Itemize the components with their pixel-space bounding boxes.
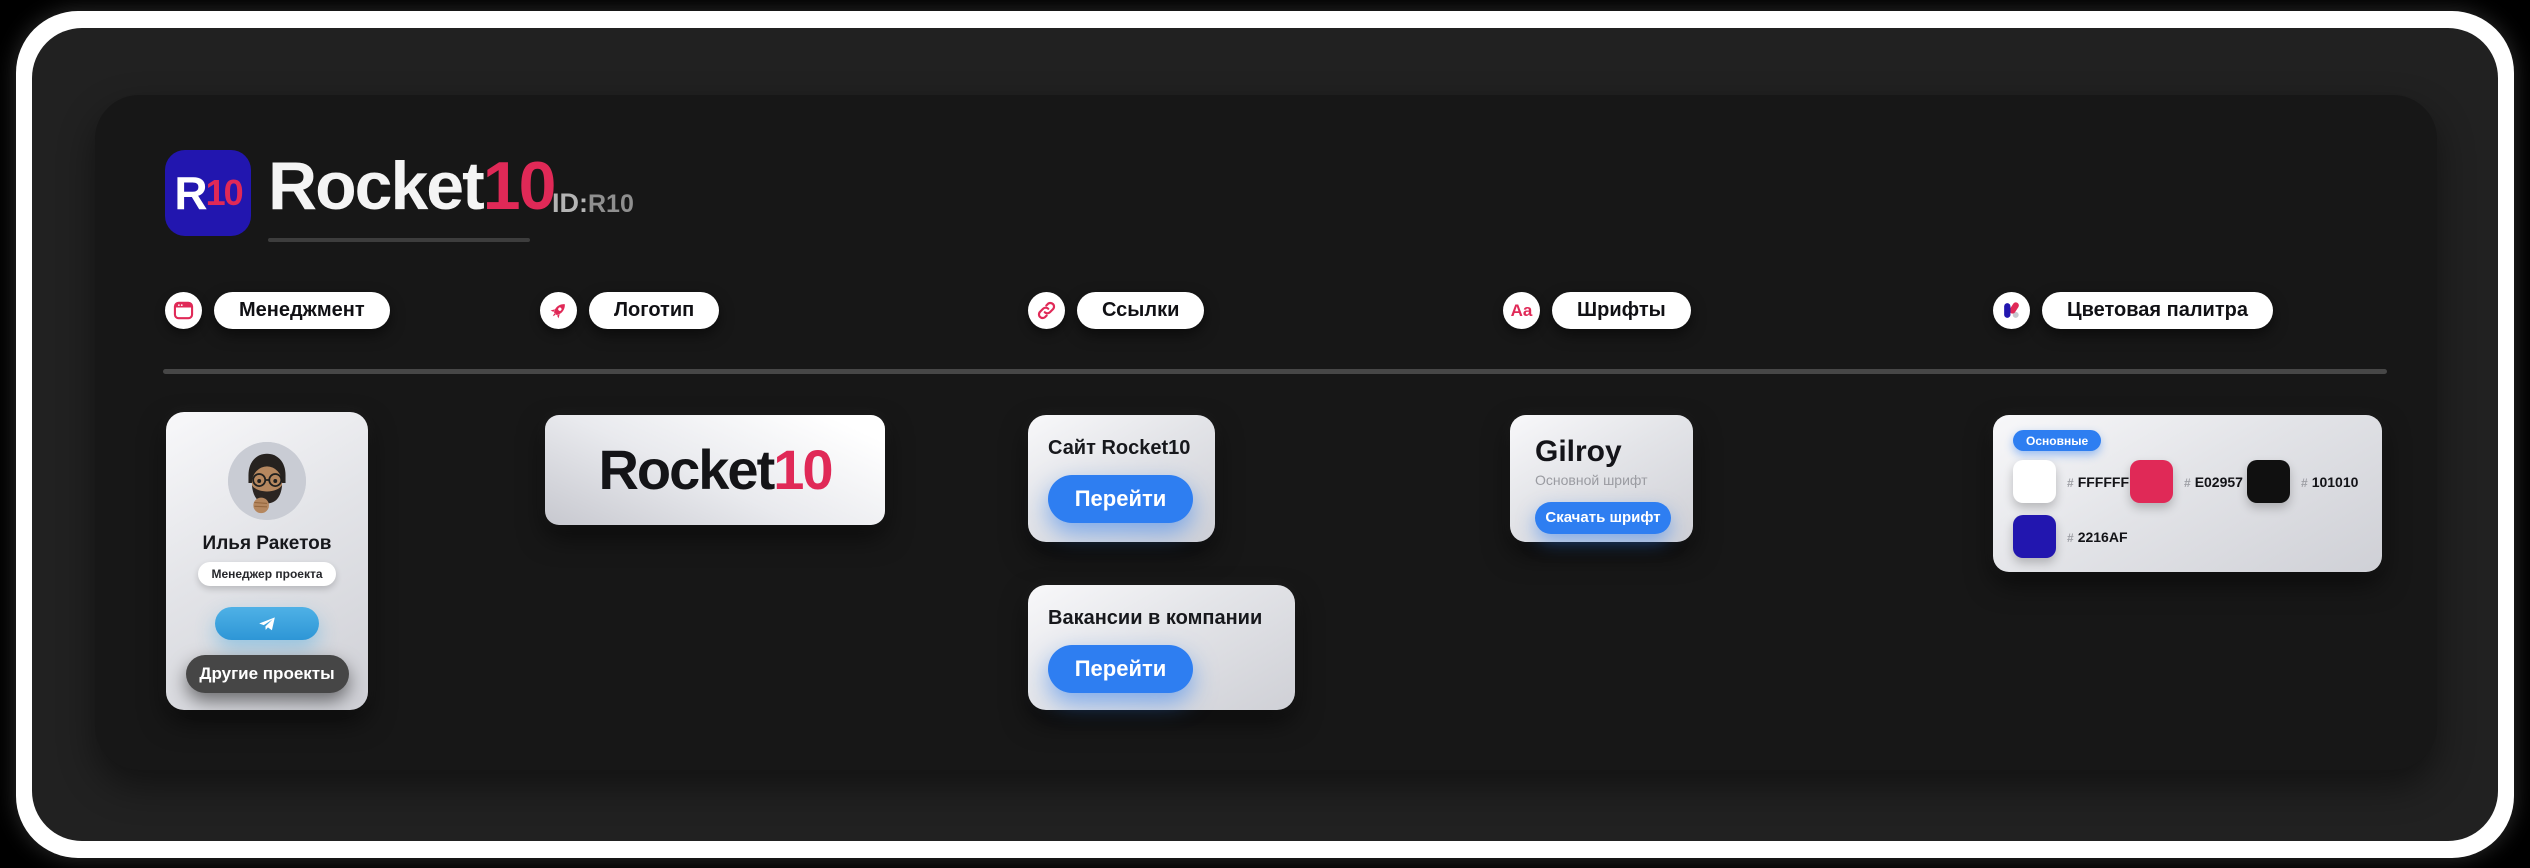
font-name: Gilroy xyxy=(1535,435,1622,468)
color-swatch xyxy=(2013,460,2056,503)
palette-card: Основные #FFFFFF #E02957 #101010 #2216AF xyxy=(1993,415,2382,572)
jobs-go-button[interactable]: Перейти xyxy=(1048,645,1193,693)
download-font-button[interactable]: Скачать шрифт xyxy=(1535,501,1671,534)
palette-icon xyxy=(1993,292,2030,329)
brand-logo-letter: R xyxy=(174,167,207,219)
jobs-link-card: Вакансии в компании Перейти xyxy=(1028,585,1295,710)
project-id-value: R10 xyxy=(588,190,634,218)
swatch-label: #2216AF xyxy=(2067,529,2128,545)
tab-links[interactable]: Ссылки xyxy=(1077,292,1205,329)
site-link-card: Сайт Rocket10 Перейти xyxy=(1028,415,1215,542)
hex-value: 101010 xyxy=(2311,473,2359,490)
site-link-title: Сайт Rocket10 xyxy=(1048,437,1191,459)
logo-card-text: Rocket10 xyxy=(598,442,833,498)
swatch-label: #E02957 xyxy=(2184,474,2243,490)
swatch-item-red: #E02957 xyxy=(2130,460,2243,503)
section-fonts: Aa Шрифты xyxy=(1503,292,1691,329)
swatch-item-white: #FFFFFF xyxy=(2013,460,2129,503)
manager-name: Илья Ракетов xyxy=(202,533,332,554)
rocket-icon xyxy=(540,292,577,329)
swatch-label: #101010 xyxy=(2301,474,2358,490)
color-swatch xyxy=(2247,460,2290,503)
site-go-button[interactable]: Перейти xyxy=(1048,475,1193,523)
logo-card-text-accent: 10 xyxy=(773,438,833,501)
other-projects-button[interactable]: Другие проекты xyxy=(185,655,349,693)
project-id-label: ID: xyxy=(552,188,588,218)
color-swatch xyxy=(2013,515,2056,558)
section-links: Ссылки xyxy=(1028,292,1205,329)
hex-value: 2216AF xyxy=(2077,528,2128,545)
hash-sign: # xyxy=(2067,475,2074,490)
project-id: ID:R10 xyxy=(552,188,634,219)
swatch-item-blue: #2216AF xyxy=(2013,515,2128,558)
logo-card-text-main: Rocket xyxy=(598,438,775,501)
page-title-main: Rocket xyxy=(268,148,485,224)
palette-badge: Основные xyxy=(2013,430,2102,451)
font-card: Gilroy Основной шрифт Скачать шрифт xyxy=(1510,415,1693,542)
telegram-button[interactable] xyxy=(215,607,319,640)
swatch-label: #FFFFFF xyxy=(2067,474,2129,490)
font-subtitle: Основной шрифт xyxy=(1535,471,1648,488)
tab-management[interactable]: Менеджмент xyxy=(214,292,390,329)
tab-palette[interactable]: Цветовая палитра xyxy=(2042,292,2273,329)
fonts-icon: Aa xyxy=(1503,292,1540,329)
brand-logo-number: 10 xyxy=(205,172,244,213)
swatch-item-black: #101010 xyxy=(2247,460,2358,503)
manager-card: Илья Ракетов Менеджер проекта Другие про… xyxy=(166,412,368,710)
logo-card: Rocket10 xyxy=(545,415,885,525)
hash-sign: # xyxy=(2067,530,2074,545)
page-title-accent: 10 xyxy=(482,148,557,224)
page-title: Rocket10 xyxy=(268,152,556,220)
hash-sign: # xyxy=(2184,475,2191,490)
jobs-link-title: Вакансии в компании xyxy=(1048,607,1263,629)
section-divider xyxy=(163,369,2387,374)
title-underline xyxy=(268,238,530,242)
hex-value: FFFFFF xyxy=(2077,473,2129,490)
section-logo: Логотип xyxy=(540,292,720,329)
tab-logo[interactable]: Логотип xyxy=(589,292,720,329)
section-management: Менеджмент xyxy=(165,292,390,329)
browser-icon xyxy=(165,292,202,329)
color-swatch xyxy=(2130,460,2173,503)
manager-avatar xyxy=(228,442,306,520)
hash-sign: # xyxy=(2301,475,2308,490)
hex-value: E02957 xyxy=(2194,473,2243,490)
manager-role-badge: Менеджер проекта xyxy=(198,562,336,586)
section-palette: Цветовая палитра xyxy=(1993,292,2273,329)
telegram-icon xyxy=(257,614,277,634)
tab-fonts[interactable]: Шрифты xyxy=(1552,292,1691,329)
link-icon xyxy=(1028,292,1065,329)
